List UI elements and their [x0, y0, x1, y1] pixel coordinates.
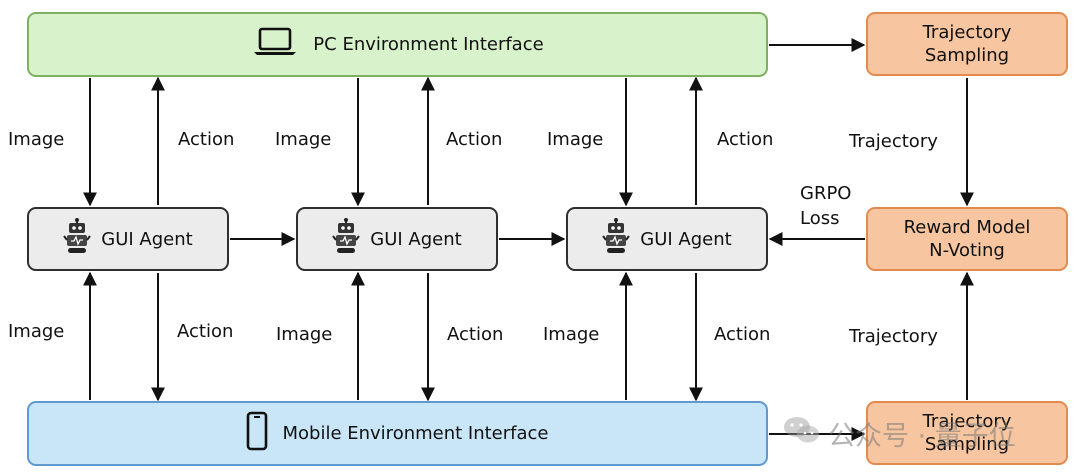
- phone-icon: [246, 411, 268, 457]
- label-image-upper-2: Image: [275, 129, 332, 150]
- sampling-top-line1: Trajectory: [922, 22, 1012, 43]
- label-action-upper-3: Action: [717, 129, 774, 150]
- watermark-text: 公众号 · 量子位: [828, 421, 1016, 452]
- gui-agent-label-3: GUI Agent: [640, 228, 732, 250]
- watermark: 公众号 · 量子位: [782, 414, 1016, 453]
- pc-environment-box: PC Environment Interface: [27, 12, 768, 77]
- robot-icon: [63, 218, 92, 260]
- gui-agent-box-2: GUI Agent: [296, 207, 498, 271]
- reward-model-line1: Reward Model: [903, 217, 1031, 238]
- label-trajectory-lower: Trajectory: [849, 326, 938, 347]
- label-image-lower-1: Image: [8, 321, 65, 342]
- reward-model-line2: N-Voting: [929, 240, 1005, 261]
- reward-model-box: Reward Model N-Voting: [866, 207, 1068, 271]
- trajectory-sampling-box-bottom: Trajectory Sampling: [866, 401, 1068, 465]
- label-action-upper-2: Action: [446, 129, 503, 150]
- gui-agent-label-2: GUI Agent: [370, 228, 462, 250]
- gui-agent-box-1: GUI Agent: [27, 207, 229, 271]
- pc-environment-label: PC Environment Interface: [313, 34, 544, 55]
- label-image-upper-1: Image: [8, 129, 65, 150]
- trajectory-sampling-box-top: Trajectory Sampling: [866, 12, 1068, 76]
- label-image-upper-3: Image: [547, 129, 604, 150]
- label-loss: Loss: [800, 208, 840, 229]
- gui-agent-box-3: GUI Agent: [566, 207, 768, 271]
- gui-agent-label-1: GUI Agent: [101, 228, 193, 250]
- mobile-environment-label: Mobile Environment Interface: [282, 423, 549, 444]
- label-action-lower-3: Action: [714, 324, 771, 345]
- laptop-icon: [251, 27, 299, 63]
- mobile-environment-box: Mobile Environment Interface: [27, 401, 768, 466]
- label-image-lower-2: Image: [276, 324, 333, 345]
- label-trajectory-upper: Trajectory: [849, 131, 938, 152]
- sampling-bottom-line1: Trajectory: [922, 411, 1012, 432]
- label-action-lower-2: Action: [447, 324, 504, 345]
- label-action-upper-1: Action: [178, 129, 235, 150]
- robot-icon: [602, 218, 631, 260]
- label-grpo: GRPO: [800, 183, 852, 204]
- robot-icon: [332, 218, 361, 260]
- wechat-icon: [782, 414, 822, 453]
- label-image-lower-3: Image: [543, 324, 600, 345]
- sampling-top-line2: Sampling: [924, 45, 1010, 66]
- sampling-bottom-line2: Sampling: [924, 434, 1010, 455]
- label-action-lower-1: Action: [177, 321, 234, 342]
